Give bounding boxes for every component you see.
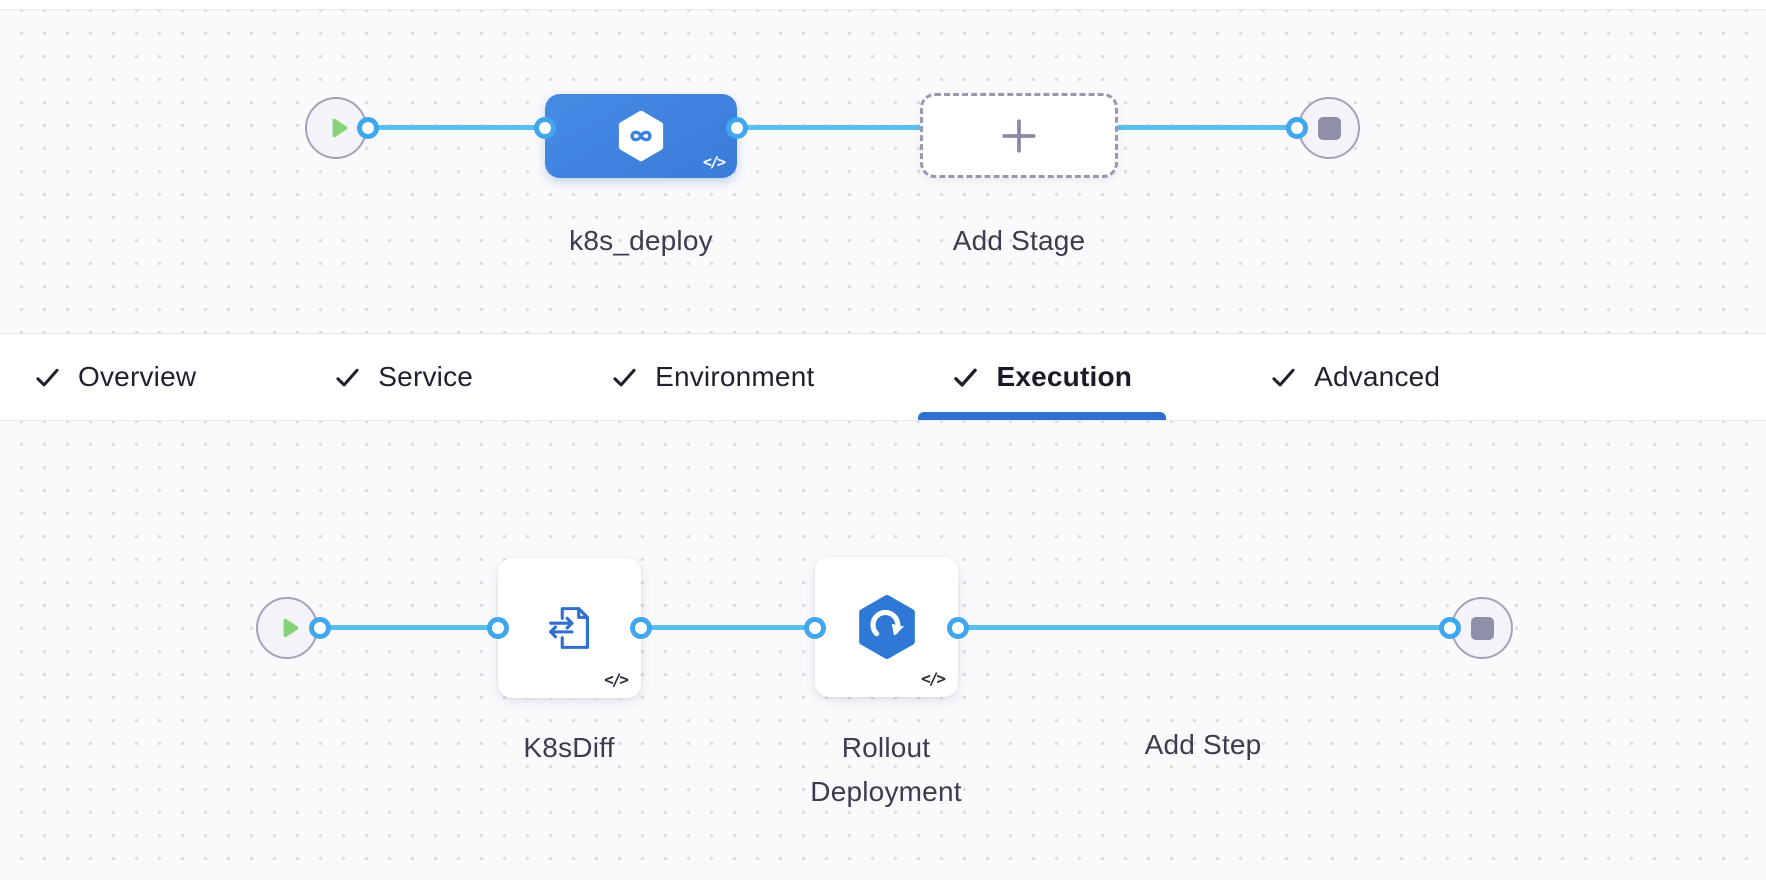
- tab-execution[interactable]: Execution: [918, 334, 1167, 420]
- harness-infinity-icon: [618, 110, 664, 162]
- stage-graph-canvas[interactable]: </> k8s_deploy Add Stage: [0, 9, 1766, 333]
- add-stage-button[interactable]: [920, 93, 1118, 178]
- tab-label: Environment: [655, 361, 815, 392]
- rollout-rotate-icon: [858, 595, 915, 659]
- connector-port[interactable]: [534, 117, 556, 139]
- add-stage-label: Add Stage: [952, 225, 1086, 256]
- play-icon: [332, 118, 347, 138]
- tab-environment[interactable]: Environment: [577, 334, 848, 420]
- active-tab-indicator: [918, 412, 1167, 420]
- start-node: [305, 97, 367, 159]
- connector-port[interactable]: [630, 617, 652, 639]
- start-node: [256, 597, 318, 659]
- stage-label: k8s_deploy: [569, 225, 713, 256]
- tab-label: Execution: [996, 361, 1133, 392]
- stage-node-k8s-deploy[interactable]: </>: [545, 94, 737, 178]
- add-step-label: Add Step: [1144, 729, 1262, 760]
- tab-label: Overview: [78, 361, 197, 392]
- step-label: K8sDiff: [523, 732, 615, 763]
- tab-label: Service: [378, 361, 474, 392]
- check-icon: [613, 368, 636, 386]
- tab-overview[interactable]: Overview: [0, 334, 230, 420]
- tab-advanced[interactable]: Advanced: [1236, 334, 1474, 420]
- stage-config-tabs: Overview Service Environment Execution: [0, 333, 1766, 420]
- tab-label: Advanced: [1314, 361, 1441, 392]
- connector-port[interactable]: [357, 117, 379, 139]
- check-icon: [336, 368, 359, 386]
- connector-port[interactable]: [1439, 617, 1461, 639]
- plus-icon: [1002, 118, 1036, 153]
- step-node-rollout-deployment[interactable]: </>: [815, 557, 958, 697]
- check-icon: [36, 368, 59, 386]
- connector-port[interactable]: [487, 617, 509, 639]
- connector-port[interactable]: [1286, 117, 1308, 139]
- play-icon: [283, 618, 298, 638]
- connector-port[interactable]: [726, 117, 748, 139]
- step-node-k8sdiff[interactable]: </>: [498, 558, 641, 698]
- connector-line: [368, 125, 545, 130]
- code-badge: </>: [702, 153, 726, 171]
- connector-line: [958, 625, 1450, 630]
- check-icon: [1272, 368, 1295, 386]
- end-node: [1451, 597, 1513, 659]
- connector-port[interactable]: [804, 617, 826, 639]
- document-diff-icon: [548, 607, 589, 649]
- step-label: Rollout Deployment: [810, 732, 962, 807]
- stop-square-icon: [1317, 116, 1341, 140]
- check-icon: [954, 368, 978, 387]
- tab-service[interactable]: Service: [300, 334, 507, 420]
- code-badge: </>: [604, 670, 629, 689]
- connector-port[interactable]: [947, 617, 969, 639]
- connector-line: [320, 625, 498, 630]
- connector-line: [641, 625, 815, 630]
- code-badge: </>: [921, 669, 946, 688]
- stop-square-icon: [1470, 616, 1494, 640]
- execution-graph-canvas[interactable]: </> </> K8sDiff Roll: [0, 420, 1766, 880]
- connector-port[interactable]: [309, 617, 331, 639]
